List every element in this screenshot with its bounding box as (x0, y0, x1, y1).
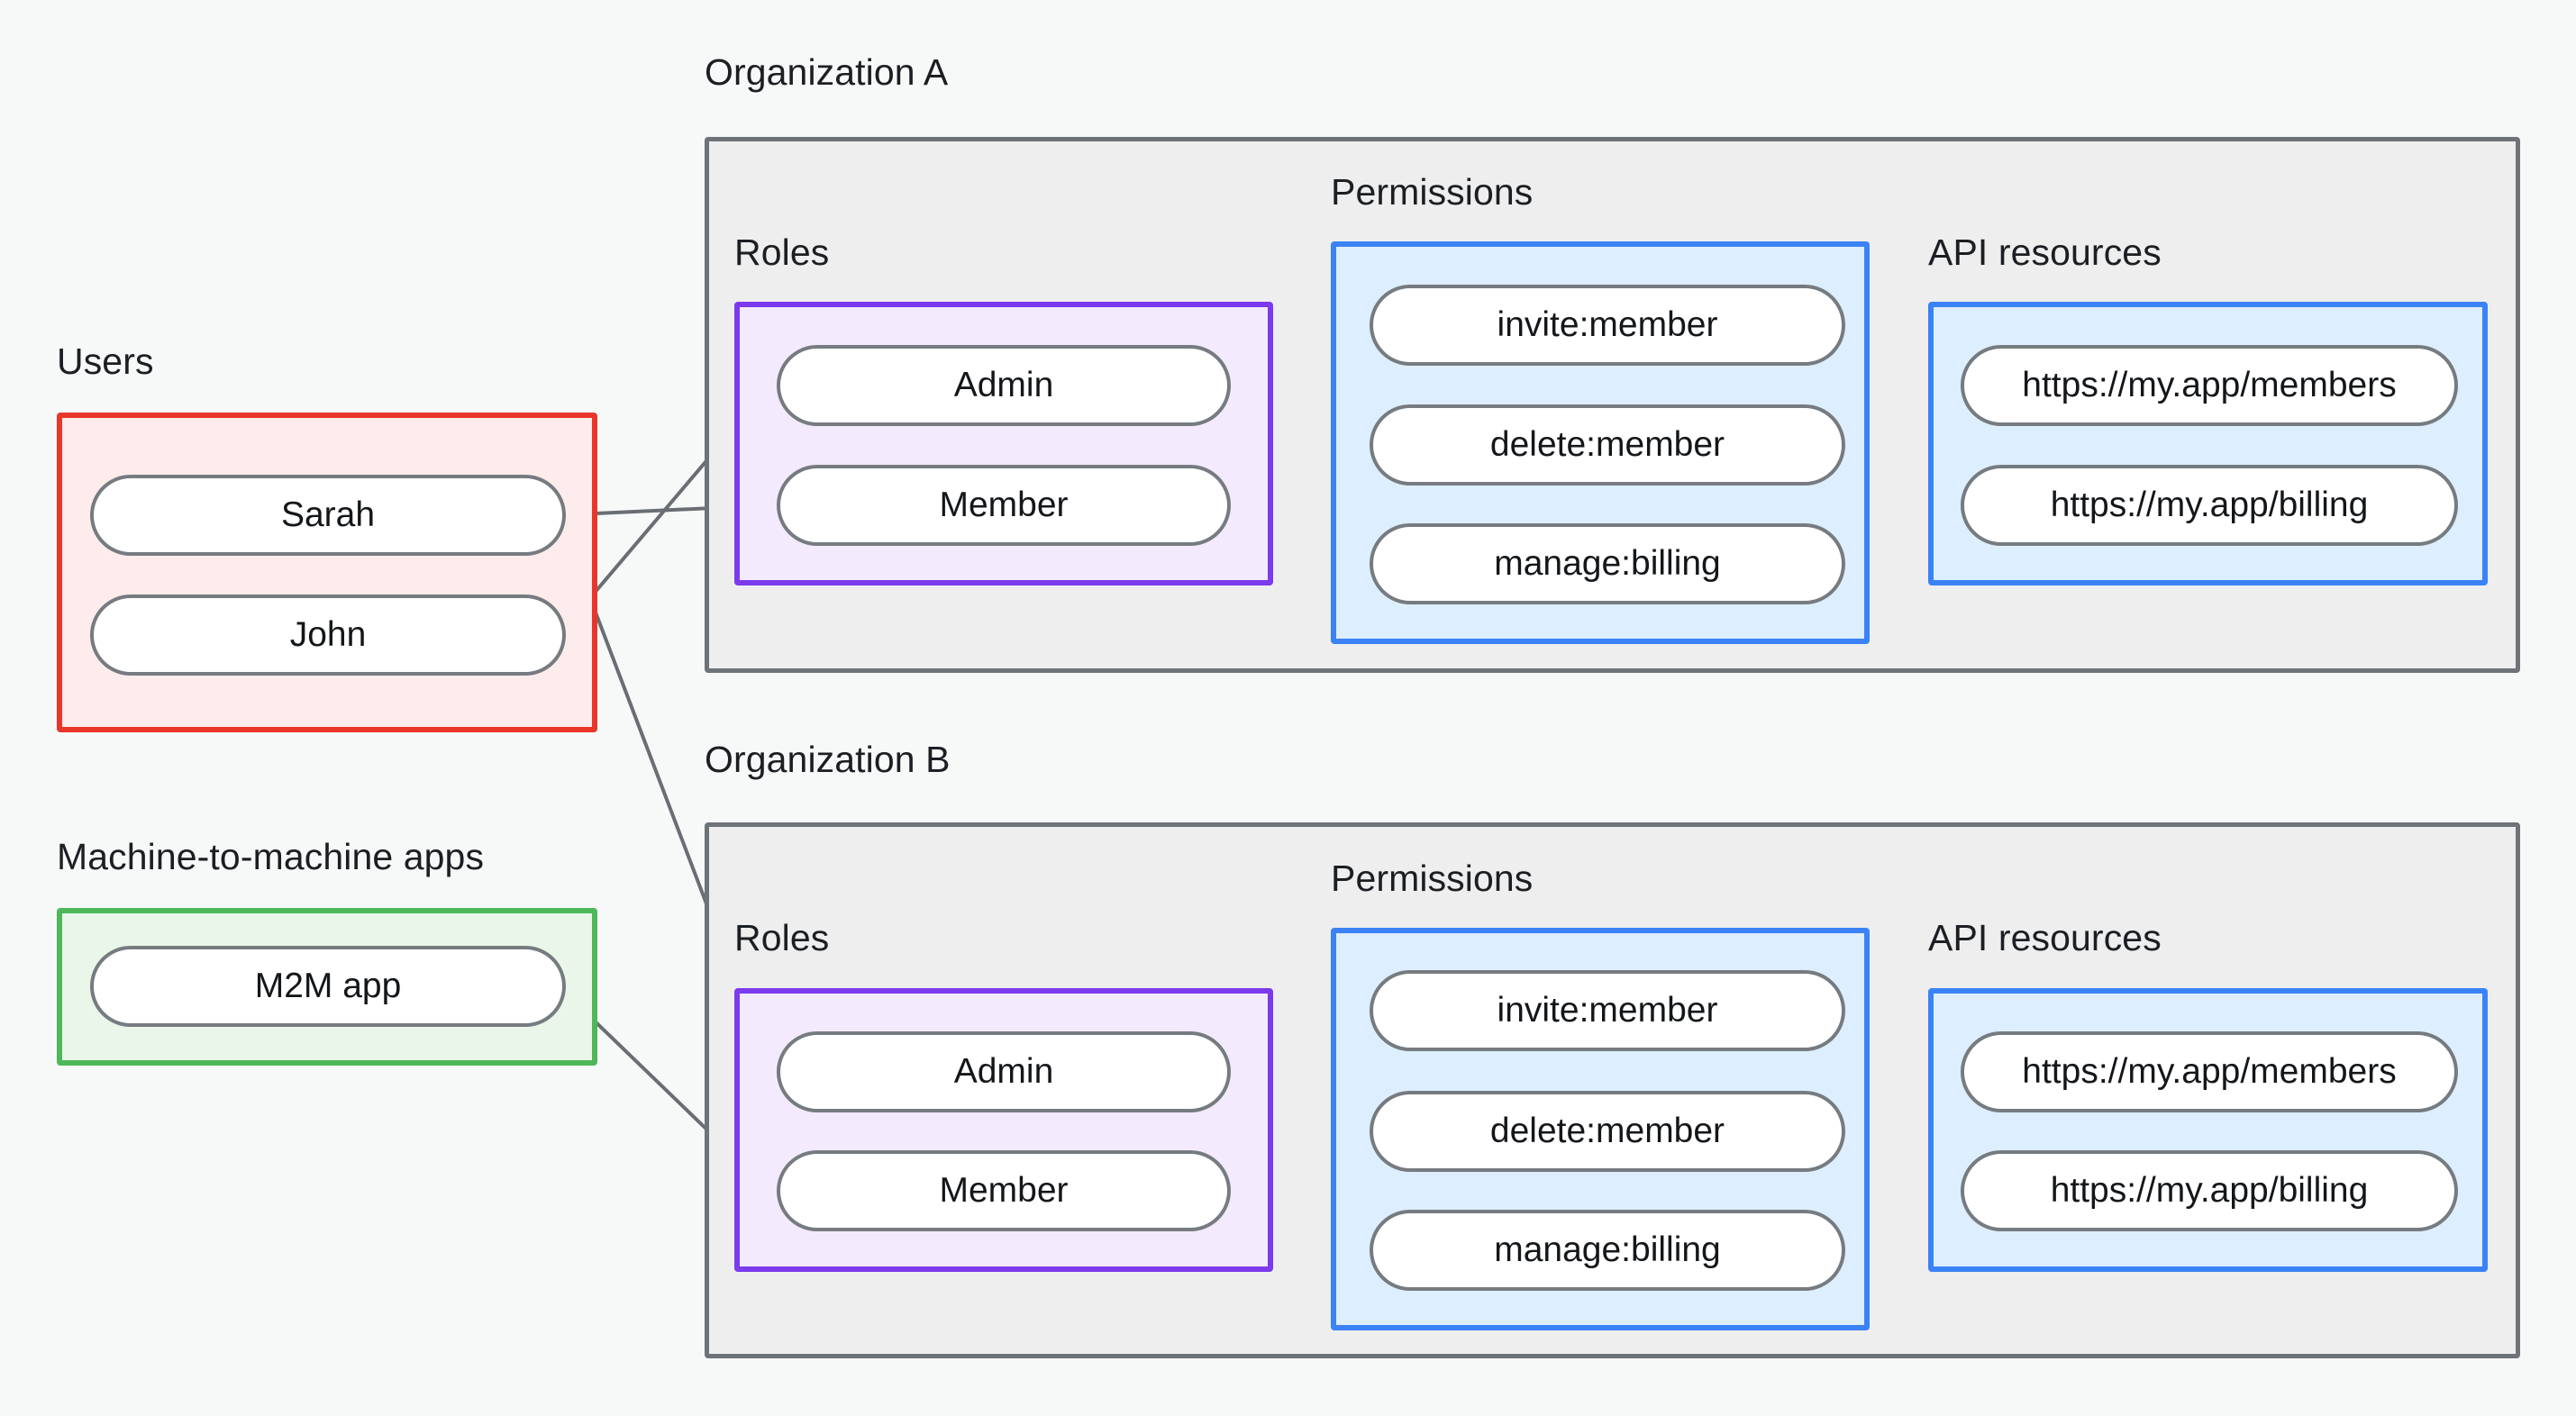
org-b-api-resource-members[interactable]: https://my.app/members (1961, 1031, 2458, 1112)
org-a-role-admin[interactable]: Admin (777, 345, 1231, 426)
org-a-api-resource-billing[interactable]: https://my.app/billing (1961, 465, 2458, 546)
org-b-permission-invite-member[interactable]: invite:member (1370, 970, 1845, 1051)
org-a-roles-caption: Roles (734, 231, 830, 273)
org-b-roles-caption: Roles (734, 917, 830, 958)
org-a-permission-invite-member[interactable]: invite:member (1370, 285, 1845, 366)
org-b-permission-manage-billing[interactable]: manage:billing (1370, 1210, 1845, 1291)
org-b-api-caption: API resources (1928, 917, 2162, 958)
org-b-api-resource-billing[interactable]: https://my.app/billing (1961, 1150, 2458, 1231)
org-a-role-member[interactable]: Member (777, 465, 1231, 546)
org-a-permissions-caption: Permissions (1331, 171, 1534, 213)
org-a-permission-manage-billing[interactable]: manage:billing (1370, 523, 1845, 604)
org-a-permission-delete-member[interactable]: delete:member (1370, 404, 1845, 486)
user-john[interactable]: John (90, 595, 566, 676)
users-caption: Users (57, 340, 154, 382)
org-b-permissions-caption: Permissions (1331, 858, 1534, 899)
org-b-caption: Organization B (705, 739, 951, 780)
org-b-role-admin[interactable]: Admin (777, 1031, 1231, 1112)
org-a-api-resource-members[interactable]: https://my.app/members (1961, 345, 2458, 426)
m2m-app[interactable]: M2M app (90, 946, 566, 1027)
org-a-caption: Organization A (705, 51, 949, 93)
org-a-api-caption: API resources (1928, 231, 2162, 273)
users-box (57, 413, 597, 732)
m2m-caption: Machine-to-machine apps (57, 836, 485, 877)
org-b-role-member[interactable]: Member (777, 1150, 1231, 1231)
user-sarah[interactable]: Sarah (90, 475, 566, 556)
org-b-permission-delete-member[interactable]: delete:member (1370, 1091, 1845, 1172)
